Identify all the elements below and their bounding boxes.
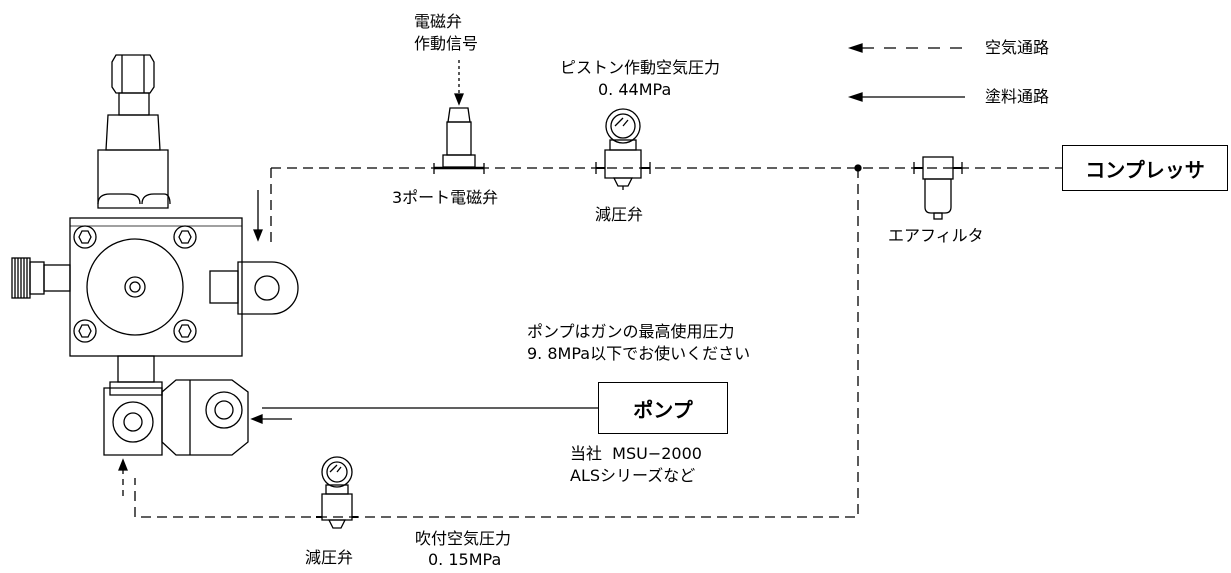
regulator-top-symbol bbox=[595, 108, 651, 190]
regulator-bottom-symbol bbox=[316, 456, 358, 529]
solenoid-signal-label-2: 作動信号 bbox=[414, 34, 479, 53]
spray-pressure-value: 0. 15MPa bbox=[428, 550, 502, 569]
air-filter-symbol bbox=[913, 156, 963, 220]
pump-box: ポンプ bbox=[598, 382, 728, 434]
pump-models-line-1: 当社 MSU−2000 bbox=[570, 444, 702, 463]
compressor-box: コンプレッサ bbox=[1062, 145, 1228, 191]
solenoid-signal-label-1: 電磁弁 bbox=[414, 12, 463, 31]
spray-air-arrow bbox=[118, 458, 128, 496]
legend-air-label: 空気通路 bbox=[985, 38, 1050, 57]
pump-note-line-2: 9. 8MPa以下でお使いください bbox=[527, 344, 751, 363]
gun-air-arrow bbox=[253, 190, 263, 242]
air-filter-label: エアフィルタ bbox=[888, 226, 984, 245]
pump-note-line-1: ポンプはガンの最高使用圧力 bbox=[527, 322, 735, 341]
signal-arrow bbox=[454, 93, 464, 106]
spray-pressure-title: 吹付空気圧力 bbox=[415, 529, 512, 548]
three-port-valve-symbol bbox=[433, 107, 485, 174]
pump-models-line-2: ALSシリーズなど bbox=[570, 466, 696, 485]
air-lines bbox=[134, 60, 1062, 518]
legend-paint-label: 塗料通路 bbox=[985, 87, 1050, 106]
piston-pressure-title: ピストン作動空気圧力 bbox=[560, 58, 721, 77]
regulator-top-label: 減圧弁 bbox=[595, 205, 644, 224]
legend-air-arrow bbox=[847, 43, 965, 53]
paint-arrow bbox=[250, 414, 292, 424]
three-port-valve-label: 3ポート電磁弁 bbox=[392, 188, 499, 207]
regulator-bottom-label: 減圧弁 bbox=[305, 548, 354, 567]
spray-gun bbox=[11, 54, 299, 456]
junction-dot bbox=[854, 164, 862, 172]
piston-pressure-value: 0. 44MPa bbox=[598, 80, 672, 99]
legend-paint-arrow bbox=[847, 92, 965, 102]
